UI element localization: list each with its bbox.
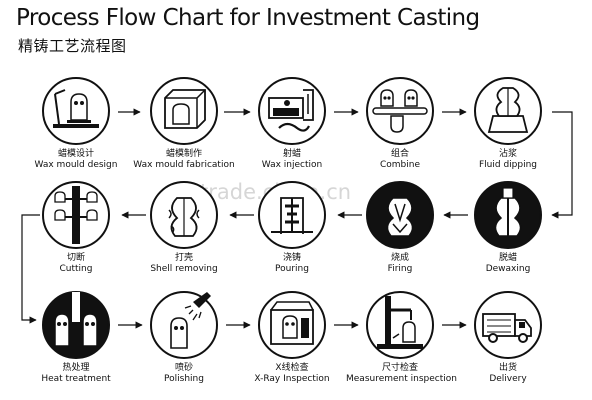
cutting-icon xyxy=(42,181,110,249)
wax-mould-design-icon xyxy=(42,77,110,145)
x-ray-inspection-icon xyxy=(258,291,326,359)
fluid-dipping-icon xyxy=(474,77,542,145)
shell-removing-icon xyxy=(150,181,218,249)
step-firing: 烧成 Firing xyxy=(352,180,448,290)
step-label-en: Cutting xyxy=(59,264,93,274)
polishing-icon xyxy=(150,291,218,359)
page-title: Process Flow Chart for Investment Castin… xyxy=(16,5,480,31)
step-label-cn: 烧成 xyxy=(390,253,409,263)
step-label-en: X-Ray Inspection xyxy=(254,374,330,384)
step-label-en: Measurement inspection xyxy=(346,374,457,384)
step-label-en: Shell removing xyxy=(150,264,218,274)
step-dewaxing: 脱蜡 Dewaxing xyxy=(460,180,556,290)
step-combine: 组合 Combine xyxy=(352,76,448,186)
arrow-5-6 xyxy=(551,111,573,219)
wax-injection-icon xyxy=(258,77,326,145)
step-label-cn: 射蜡 xyxy=(282,149,301,159)
step-wax-mould-fabrication: 蜡模制作 Wax mould fabrication xyxy=(133,76,235,186)
step-label-cn: 浇铸 xyxy=(282,253,301,263)
step-measurement-inspection: 尺寸检查 Measurement inspection xyxy=(346,290,457,400)
step-label-cn: 出货 xyxy=(498,363,517,373)
step-label-en: Firing xyxy=(387,264,413,274)
step-label-cn: 沾浆 xyxy=(498,149,517,159)
step-shell-removing: 打壳 Shell removing xyxy=(136,180,232,290)
step-label-en: Wax mould design xyxy=(34,160,118,170)
delivery-icon xyxy=(474,291,542,359)
step-label-en: Heat treatment xyxy=(41,374,111,384)
step-label-cn: 脱蜡 xyxy=(498,253,517,263)
pouring-icon xyxy=(258,181,326,249)
step-label-en: Wax injection xyxy=(261,160,323,170)
dewaxing-icon xyxy=(474,181,542,249)
step-label-en: Dewaxing xyxy=(485,264,531,274)
step-label-cn: 切断 xyxy=(66,253,85,263)
step-label-cn: 热处理 xyxy=(62,363,90,373)
combine-icon xyxy=(366,77,434,145)
step-wax-injection: 射蜡 Wax injection xyxy=(244,76,340,186)
page-subtitle: 精铸工艺流程图 xyxy=(18,37,127,55)
step-wax-mould-design: 蜡模设计 Wax mould design xyxy=(28,76,124,186)
step-label-cn: 尺寸检查 xyxy=(381,363,418,373)
step-label-cn: X线检查 xyxy=(275,363,309,373)
step-delivery: 出货 Delivery xyxy=(460,290,556,400)
step-fluid-dipping: 沾浆 Fluid dipping xyxy=(460,76,556,186)
step-label-en: Wax mould fabrication xyxy=(133,160,235,170)
step-x-ray-inspection: X线检查 X-Ray Inspection xyxy=(244,290,340,400)
wax-mould-fabrication-icon xyxy=(150,77,218,145)
step-label-cn: 组合 xyxy=(390,149,409,159)
step-label-en: Fluid dipping xyxy=(478,160,537,170)
step-polishing: 喷砂 Polishing xyxy=(136,290,232,400)
arrow-10-11 xyxy=(21,214,40,324)
step-label-cn: 打壳 xyxy=(174,253,193,263)
step-pouring: 浇铸 Pouring xyxy=(244,180,340,290)
step-label-cn: 蜡模制作 xyxy=(165,149,202,159)
firing-icon xyxy=(366,181,434,249)
measurement-inspection-icon xyxy=(366,291,434,359)
step-label-en: Combine xyxy=(379,160,420,170)
step-heat-treatment: 热处理 Heat treatment xyxy=(28,290,124,400)
step-cutting: 切断 Cutting xyxy=(28,180,124,290)
step-label-en: Polishing xyxy=(164,374,204,384)
heat-treatment-icon xyxy=(42,291,110,359)
step-label-cn: 蜡模设计 xyxy=(57,149,94,159)
step-label-cn: 喷砂 xyxy=(174,363,193,373)
step-label-en: Delivery xyxy=(489,374,527,384)
step-label-en: Pouring xyxy=(275,264,309,274)
